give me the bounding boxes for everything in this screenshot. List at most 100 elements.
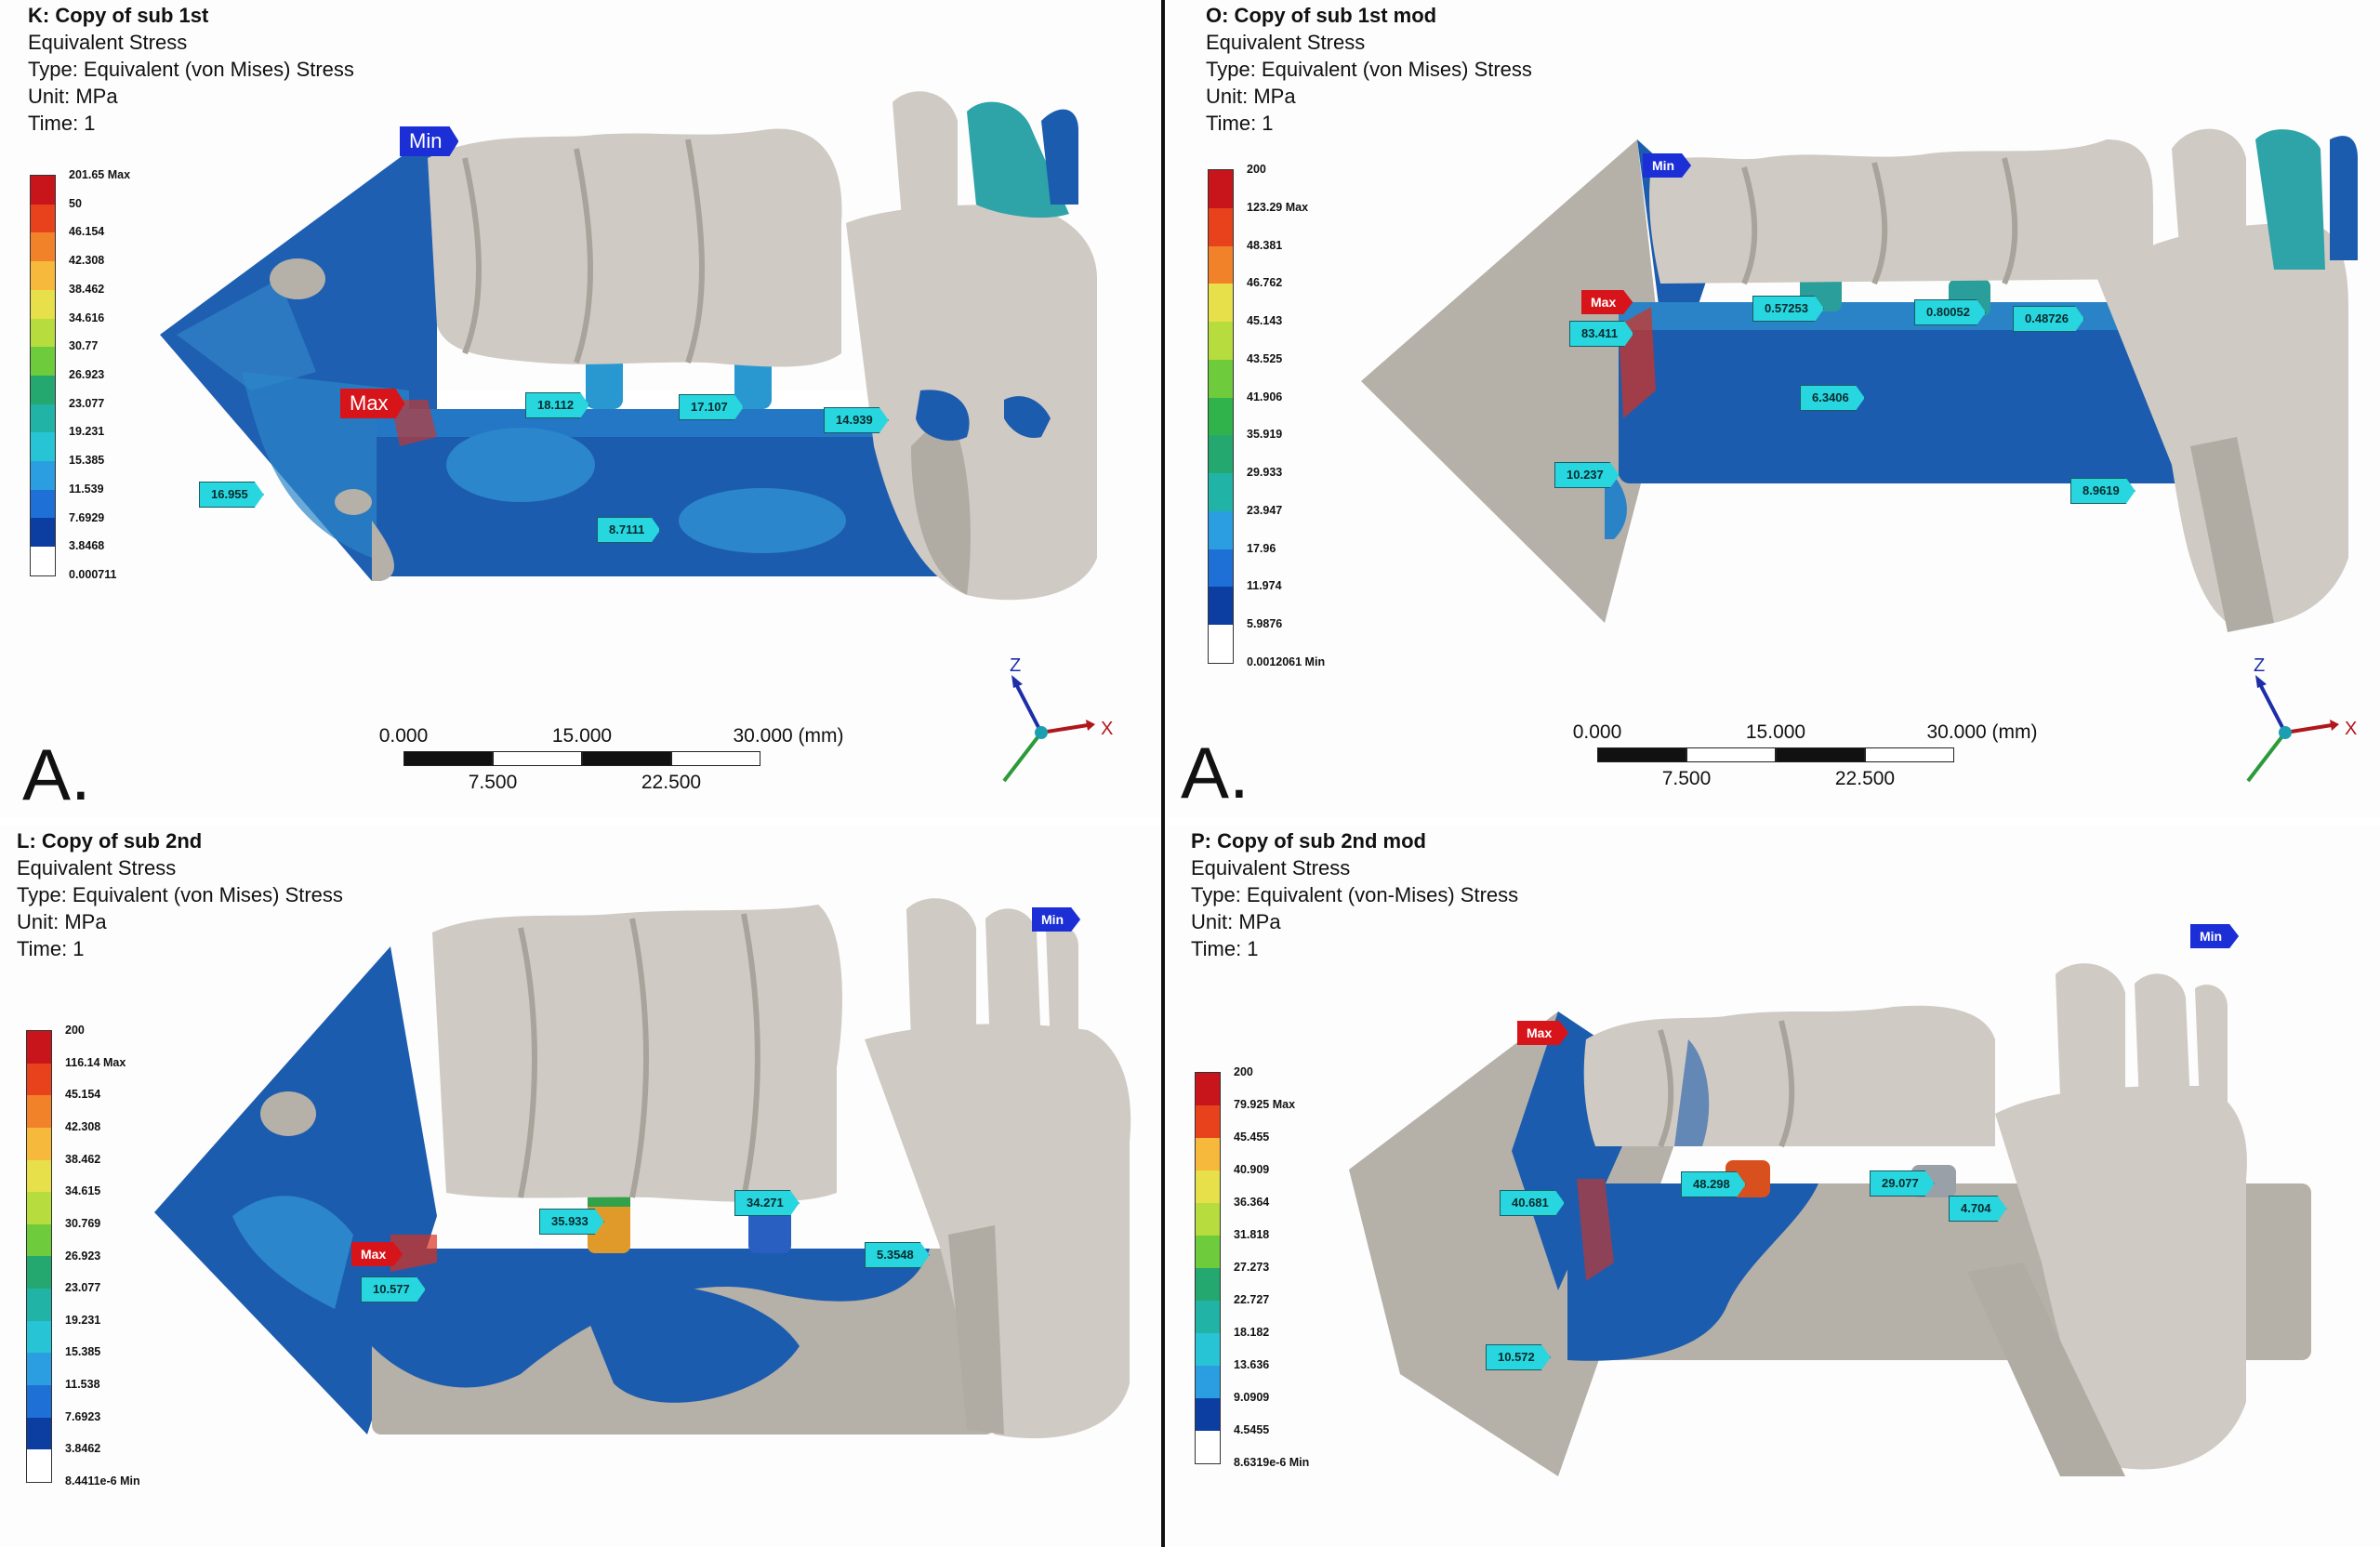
legend-label: 22.727 — [1234, 1293, 1270, 1306]
legend-swatch — [27, 1353, 51, 1386]
legend-swatch — [27, 1449, 51, 1482]
min-tag: Min — [2190, 924, 2239, 948]
legend-swatch — [27, 1320, 51, 1354]
legend-label: 34.615 — [65, 1184, 101, 1198]
legend-swatch — [1196, 1333, 1220, 1366]
probe-label: 83.411 — [1569, 321, 1633, 347]
probe-label: 8.7111 — [597, 517, 660, 543]
legend-label: 29.933 — [1247, 466, 1283, 480]
legend-label: 15.385 — [69, 454, 105, 468]
legend-label: 50 — [69, 196, 82, 210]
legend-label: 23.077 — [69, 396, 105, 410]
legend-swatch — [1196, 1366, 1220, 1398]
scale-label: 30.000 (mm) — [1926, 721, 2038, 743]
result-unit: Unit: MPa — [1191, 910, 1281, 933]
probe-label: 17.107 — [679, 394, 744, 420]
anterior-tooth — [2056, 963, 2125, 1110]
legend-swatch — [1196, 1236, 1220, 1268]
legend-swatch — [1196, 1398, 1220, 1431]
legend-label: 200 — [1247, 163, 1266, 176]
prosthesis-block — [1649, 139, 2153, 284]
anterior-bone — [865, 1024, 1131, 1439]
anterior-bone — [2097, 223, 2348, 626]
probe-label: 6.3406 — [1800, 385, 1865, 411]
legend-label: 17.96 — [1247, 541, 1276, 555]
axis-triad: Z X — [2246, 655, 2357, 783]
max-tag: Max — [351, 1242, 403, 1266]
legend-swatch — [1209, 473, 1233, 511]
legend-swatch — [27, 1031, 51, 1064]
panel-header: K: Copy of sub 1st Equivalent Stress Typ… — [28, 2, 354, 137]
probe-label: 0.57253 — [1752, 296, 1824, 322]
probe-label: 18.112 — [525, 392, 589, 418]
legend-swatch — [31, 232, 55, 262]
result-unit: Unit: MPa — [1206, 85, 1296, 108]
legend-label: 36.364 — [1234, 1196, 1270, 1209]
scale-label: 30.000 (mm) — [733, 725, 844, 747]
legend-swatch — [31, 289, 55, 319]
legend-label: 15.385 — [65, 1345, 101, 1359]
legend-swatch — [31, 547, 55, 575]
probe-label: 5.3548 — [865, 1242, 930, 1268]
legend-swatch — [31, 347, 55, 376]
legend-label: 45.143 — [1247, 314, 1283, 328]
x-axis-label: X — [1101, 719, 1113, 739]
max-tag: Max — [1581, 290, 1633, 314]
anterior-bone — [1995, 1086, 2247, 1470]
legend-color-bar — [26, 1030, 52, 1483]
result-title: O: Copy of sub 1st mod — [1206, 4, 1437, 27]
legend-swatch — [1196, 1301, 1220, 1333]
scale-label: 0.000 — [1572, 721, 1622, 743]
legend-swatch — [27, 1063, 51, 1096]
probe-label: 29.077 — [1870, 1170, 1935, 1197]
legend-swatch — [1209, 359, 1233, 398]
legend-swatch — [1209, 284, 1233, 323]
scale-label: 7.500 — [1661, 768, 1712, 789]
legend-label: 45.455 — [1234, 1130, 1270, 1144]
panel-o: O: Copy of sub 1st mod Equivalent Stress… — [1168, 0, 2380, 818]
legend-swatch — [31, 318, 55, 348]
anterior-bone — [846, 205, 1097, 601]
legend-label: 7.6929 — [69, 510, 105, 524]
legend-label: 34.616 — [69, 311, 105, 324]
legend-swatch — [27, 1289, 51, 1321]
result-unit: Unit: MPa — [28, 85, 118, 108]
panel-k: K: Copy of sub 1st Equivalent Stress Typ… — [0, 0, 1160, 818]
legend-swatch — [1209, 322, 1233, 360]
model-view — [154, 898, 1131, 1439]
legend-label: 11.538 — [65, 1378, 100, 1392]
axis-triad: Z X — [1002, 655, 1113, 783]
x-axis-label: X — [2345, 719, 2357, 739]
legend-swatch — [1196, 1268, 1220, 1301]
legend-label: 0.0012061 Min — [1247, 655, 1326, 668]
result-title: K: Copy of sub 1st — [28, 4, 209, 27]
legend-swatch — [27, 1192, 51, 1224]
result-name: Equivalent Stress — [1191, 856, 1351, 879]
legend-swatch — [31, 489, 55, 519]
legend-swatch — [1196, 1431, 1220, 1463]
legend-swatch — [31, 403, 55, 433]
legend-color-bar — [1195, 1072, 1221, 1464]
legend-label: 43.525 — [1247, 351, 1283, 365]
legend-swatch — [1196, 1073, 1220, 1105]
probe-label: 10.572 — [1486, 1344, 1551, 1370]
legend-label: 30.769 — [65, 1216, 101, 1230]
max-tag: Max — [340, 389, 405, 418]
scale-label: 22.500 — [1834, 768, 1896, 789]
legend-swatch — [31, 432, 55, 462]
legend-label: 19.231 — [69, 425, 105, 439]
probe-label: 0.80052 — [1914, 299, 1986, 325]
vertical-divider — [1161, 0, 1165, 1547]
legend-label: 38.462 — [69, 282, 105, 296]
probe-label: 4.704 — [1949, 1196, 2007, 1222]
legend-label: 45.154 — [65, 1088, 101, 1102]
legend-color-bar — [1208, 169, 1234, 664]
legend-swatch — [27, 1417, 51, 1450]
panel-p: P: Copy of sub 2nd mod Equivalent Stress… — [1168, 826, 2380, 1547]
legend-label: 31.818 — [1234, 1228, 1270, 1241]
legend-swatch — [31, 518, 55, 548]
legend-label: 42.308 — [65, 1119, 101, 1133]
legend-label: 9.0909 — [1234, 1391, 1270, 1404]
legend-swatch — [27, 1223, 51, 1257]
probe-label: 16.955 — [199, 482, 264, 508]
